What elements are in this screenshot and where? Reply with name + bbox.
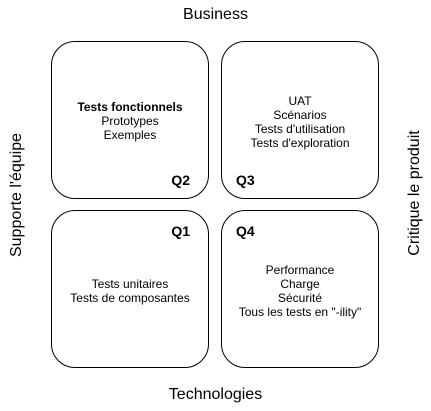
quadrant-q3-tag: Q3 [236,172,255,188]
axis-label-business: Business [183,6,248,23]
quadrant-q4-tag: Q4 [236,223,255,239]
quadrant-q3-content: UAT Scénarios Tests d'utilisation Tests … [222,94,378,150]
quadrant-q1-line: Tests unitaires [91,277,169,291]
quadrant-q4-line: Sécurité [277,291,323,305]
quadrant-q4-line: Performance [265,263,335,277]
quadrant-q4-line: Charge [280,277,320,291]
quadrant-q2-content: Tests fonctionnels Prototypes Exemples [52,100,208,142]
quadrant-q3-line: UAT [288,94,312,108]
quadrant-q3-line: Tests d'exploration [250,136,350,150]
axis-label-critiques-product: Critique le produit [406,130,423,256]
quadrant-q1-tag: Q1 [171,223,190,239]
quadrant-q2-line: Exemples [103,128,157,142]
quadrant-q2: Tests fonctionnels Prototypes Exemples Q… [51,41,209,199]
axis-label-technologies: Technologies [168,386,263,403]
quadrant-q2-tag: Q2 [171,172,190,188]
quadrant-q4: Q4 Performance Charge Sécurité Tous les … [221,210,379,368]
quadrant-q3: UAT Scénarios Tests d'utilisation Tests … [221,41,379,199]
quadrant-q3-line: Tests d'utilisation [254,122,346,136]
quadrant-q4-line: Tous les tests en "-ility" [238,305,362,319]
axis-label-supports-team: Supporte l'équipe [8,132,25,258]
quadrant-q2-title: Tests fonctionnels [77,100,183,114]
quadrant-q1-content: Tests unitaires Tests de composantes [52,277,208,305]
quadrant-q1-line: Tests de composantes [70,291,190,305]
quadrant-q4-content: Performance Charge Sécurité Tous les tes… [222,263,378,319]
quadrant-q3-line: Scénarios [273,108,327,122]
quadrant-q2-line: Prototypes [101,114,159,128]
quadrant-q1: Q1 Tests unitaires Tests de composantes [51,210,209,368]
